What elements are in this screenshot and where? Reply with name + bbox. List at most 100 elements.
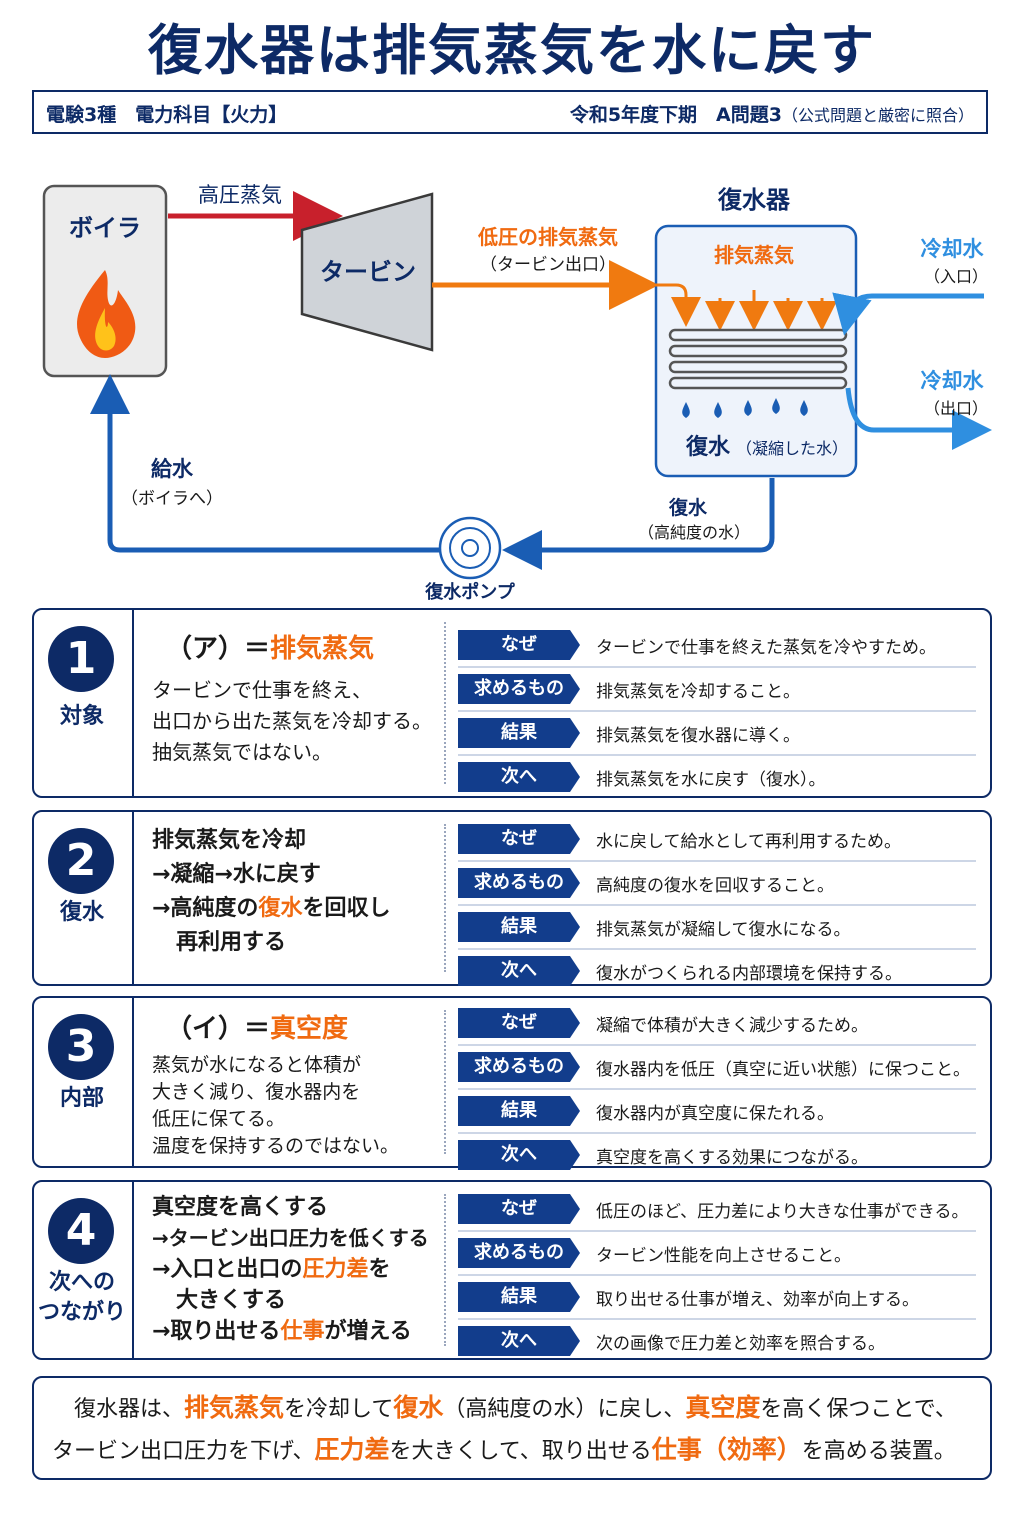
detail-row: 次へ復水がつくられる内部環境を保持する。 xyxy=(458,950,976,992)
summary-box: 復水器は、排気蒸気を冷却して復水（高純度の水）に戻し、真空度を高く保つことで、 … xyxy=(32,1376,992,1480)
body-line: →入口と出口の圧力差を xyxy=(152,1257,391,1282)
row-text: 排気蒸気を冷却すること。 xyxy=(596,682,800,702)
row-tag: 求めるもの xyxy=(458,868,580,898)
detail-row: なぜ水に戻して給水として再利用するため。 xyxy=(458,818,976,862)
section-body: 真空度を高くする →タービン出口圧力を低くする →入口と出口の圧力差を 大きくす… xyxy=(152,1192,452,1347)
row-text: 取り出せる仕事が増え、効率が向上する。 xyxy=(596,1290,919,1310)
detail-row: なぜ凝縮で体積が大きく減少するため。 xyxy=(458,1002,976,1046)
body-line: →凝縮→水に戻す xyxy=(152,862,321,887)
cooling-water-in-arrow xyxy=(832,292,984,336)
label-line: 次への xyxy=(48,1270,115,1295)
row-text: タービンで仕事を終えた蒸気を冷やすため。 xyxy=(596,638,936,658)
body-line: →取り出せる仕事が増える xyxy=(152,1319,412,1344)
detail-row: 求めるもの復水器内を低圧（真空に近い状態）に保つこと。 xyxy=(458,1046,976,1090)
detail-row: なぜ低圧のほど、圧力差により大きな仕事ができる。 xyxy=(458,1188,976,1232)
detail-rows: なぜ水に戻して給水として再利用するため。 求めるもの高純度の復水を回収すること。… xyxy=(458,818,976,992)
row-text: 排気蒸気を水に戻す（復水）。 xyxy=(596,770,826,790)
row-text: 復水器内を低圧（真空に近い状態）に保つこと。 xyxy=(596,1060,970,1080)
section-4: 4 次への つながり 真空度を高くする →タービン出口圧力を低くする →入口と出… xyxy=(32,1180,992,1360)
section-body: （イ）＝真空度 蒸気が水になると体積が 大きく減り、復水器内を 低圧に保てる。 … xyxy=(152,1012,452,1160)
row-text: 排気蒸気が凝縮して復水になる。 xyxy=(596,920,851,940)
low-pressure-label: 低圧の排気蒸気 xyxy=(477,225,618,249)
section-number: 1 xyxy=(48,626,114,692)
turbine-outlet-label: （タービン出口） xyxy=(480,255,616,275)
section-body: （ア）＝排気蒸気 タービンで仕事を終え、 出口から出た蒸気を冷却する。 抽気蒸気… xyxy=(152,634,452,768)
row-tag: 結果 xyxy=(458,1096,580,1126)
summary-line-2: タービン出口圧力を下げ、圧力差を大きくして、取り出せる仕事（効率）を高める装置。 xyxy=(52,1435,956,1464)
row-text: 高純度の復水を回収すること。 xyxy=(596,876,834,896)
water-drop-icons xyxy=(682,398,808,418)
body-line: 低圧に保てる。 xyxy=(152,1108,286,1130)
detail-row: 求めるもの排気蒸気を冷却すること。 xyxy=(458,668,976,712)
boiler-label: ボイラ xyxy=(69,214,141,242)
row-text: 凝縮で体積が大きく減少するため。 xyxy=(596,1016,868,1036)
section-body: 排気蒸気を冷却 →凝縮→水に戻す →高純度の復水を回収し 再利用する xyxy=(152,824,452,960)
turbine-label: タービン xyxy=(320,258,416,286)
row-tag: 求めるもの xyxy=(458,1052,580,1082)
pump-icon xyxy=(438,516,502,580)
row-text: 復水器内が真空度に保たれる。 xyxy=(596,1104,834,1124)
body-line: 再利用する xyxy=(176,930,287,955)
section-number: 2 xyxy=(48,828,114,894)
detail-row: 結果排気蒸気が凝縮して復水になる。 xyxy=(458,906,976,950)
row-text: 低圧のほど、圧力差により大きな仕事ができる。 xyxy=(596,1202,969,1222)
body-line: 真空度を高くする xyxy=(152,1195,329,1220)
section-2: 2 復水 排気蒸気を冷却 →凝縮→水に戻す →高純度の復水を回収し 再利用する … xyxy=(32,810,992,986)
body-line: →タービン出口圧力を低くする xyxy=(152,1226,429,1250)
row-text: 復水がつくられる内部環境を保持する。 xyxy=(596,964,902,984)
detail-row: 求めるものタービン性能を向上させること。 xyxy=(458,1232,976,1276)
exhaust-steam-label: 排気蒸気 xyxy=(714,243,794,267)
label-line: つながり xyxy=(37,1300,126,1325)
term-accent: 真空度 xyxy=(270,1014,349,1044)
summary-line-1: 復水器は、排気蒸気を冷却して復水（高純度の水）に戻し、真空度を高く保つことで、 xyxy=(74,1393,957,1422)
body-line: タービンで仕事を終え、 xyxy=(152,678,372,702)
body-line: 温度を保持するのではない。 xyxy=(152,1135,400,1157)
row-tag: なぜ xyxy=(458,824,580,854)
row-tag: 次へ xyxy=(458,1140,580,1170)
row-text: 水に戻して給水として再利用するため。 xyxy=(596,832,901,852)
high-pressure-label: 高圧蒸気 xyxy=(198,183,282,207)
detail-row: 結果排気蒸気を復水器に導く。 xyxy=(458,712,976,756)
cooling-out-note: （出口） xyxy=(924,399,988,418)
row-tag: 次へ xyxy=(458,762,580,792)
turbine-shape xyxy=(300,192,434,352)
term-label: （イ）＝ xyxy=(166,1014,271,1044)
section-label: 次への つながり xyxy=(34,1268,130,1328)
detail-row: 結果復水器内が真空度に保たれる。 xyxy=(458,1090,976,1134)
body-line: 排気蒸気を冷却 xyxy=(152,828,307,853)
high-purity-label: （高純度の水） xyxy=(638,523,750,542)
feed-water-line xyxy=(90,374,440,553)
row-tag: 結果 xyxy=(458,1282,580,1312)
steam-down-arrows xyxy=(705,290,837,331)
row-text: 真空度を高くする効果につながる。 xyxy=(596,1148,868,1168)
term-label: （ア）＝ xyxy=(166,634,271,664)
detail-row: なぜタービンで仕事を終えた蒸気を冷やすため。 xyxy=(458,624,976,668)
body-line: 蒸気が水になると体積が xyxy=(152,1054,362,1076)
section-number: 3 xyxy=(48,1014,114,1080)
detail-rows: なぜ低圧のほど、圧力差により大きな仕事ができる。 求めるものタービン性能を向上さ… xyxy=(458,1188,976,1362)
body-line: 出口から出た蒸気を冷却する。 xyxy=(152,709,432,733)
detail-rows: なぜ凝縮で体積が大きく減少するため。 求めるもの復水器内を低圧（真空に近い状態）… xyxy=(458,1002,976,1176)
section-number: 4 xyxy=(48,1198,114,1264)
condensate-out-label: 復水 xyxy=(668,496,708,519)
detail-row: 次へ排気蒸気を水に戻す（復水）。 xyxy=(458,756,976,798)
section-1: 1 対象 （ア）＝排気蒸気 タービンで仕事を終え、 出口から出た蒸気を冷却する。… xyxy=(32,608,992,798)
detail-row: 結果取り出せる仕事が増え、効率が向上する。 xyxy=(458,1276,976,1320)
pump-label: 復水ポンプ xyxy=(424,581,515,603)
exam-label: 令和5年度下期 A問題3（公式問題と厳密に照合） xyxy=(570,100,974,127)
exam-note: （公式問題と厳密に照合） xyxy=(781,106,974,125)
cooling-water-out-arrow xyxy=(845,387,992,450)
condenser-title: 復水器 xyxy=(717,186,791,214)
row-tag: 結果 xyxy=(458,718,580,748)
detail-row: 次へ真空度を高くする効果につながる。 xyxy=(458,1134,976,1176)
term-accent: 排気蒸気 xyxy=(270,634,375,664)
subject-label: 電験3種 電力科目【火力】 xyxy=(46,104,288,126)
section-label: 復水 xyxy=(59,900,104,925)
cooling-in-note: （入口） xyxy=(924,267,988,286)
row-tag: なぜ xyxy=(458,1194,580,1224)
exam-id: 令和5年度下期 A問題3 xyxy=(569,104,782,126)
row-tag: なぜ xyxy=(458,1008,580,1038)
row-tag: 次へ xyxy=(458,1326,580,1356)
row-tag: 求めるもの xyxy=(458,1238,580,1268)
row-tag: 結果 xyxy=(458,912,580,942)
